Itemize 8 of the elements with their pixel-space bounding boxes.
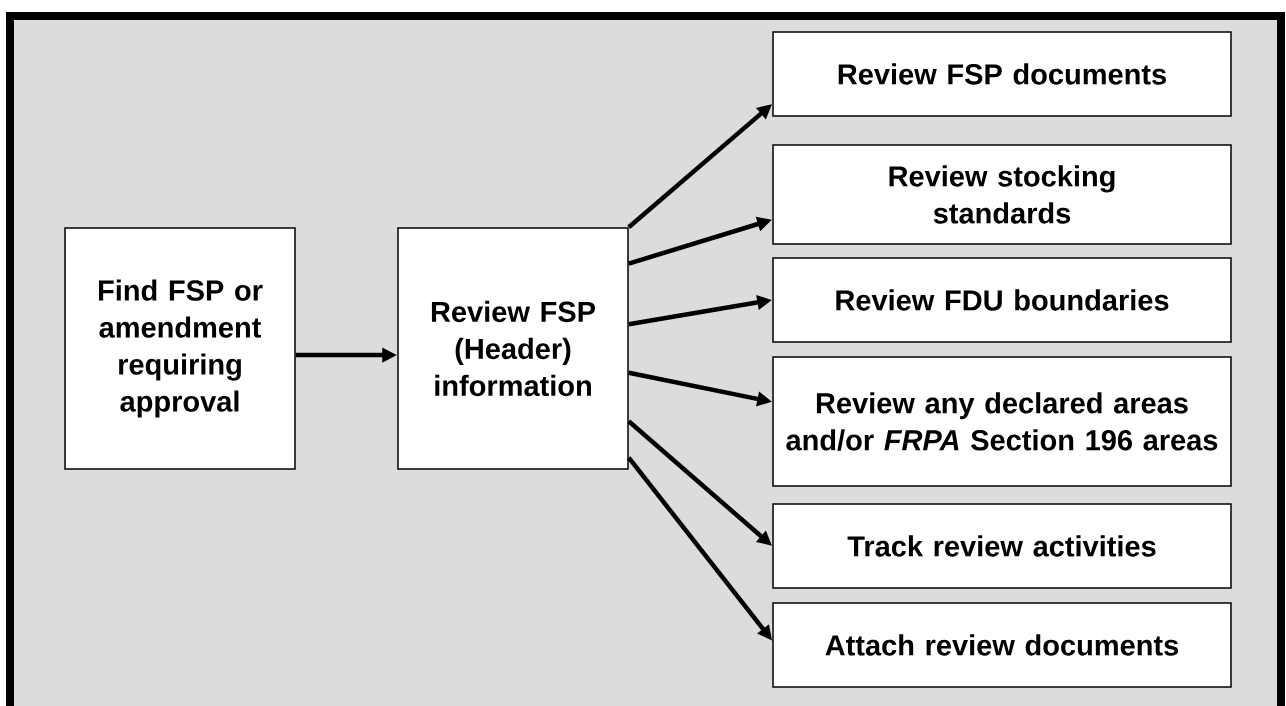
process-box: Review FSP (Header) information xyxy=(397,227,629,470)
process-box: Track review activities xyxy=(772,503,1232,589)
process-box: Review FSP documents xyxy=(772,31,1232,117)
process-box: Review any declared areas and/or FRPA Section 196 areas xyxy=(772,356,1232,487)
process-box: Find FSP or amendment requiring approval xyxy=(64,227,296,470)
process-box: Review FDU boundaries xyxy=(772,257,1232,343)
process-box: Attach review documents xyxy=(772,602,1232,688)
process-box: Review stocking standards xyxy=(772,144,1232,245)
